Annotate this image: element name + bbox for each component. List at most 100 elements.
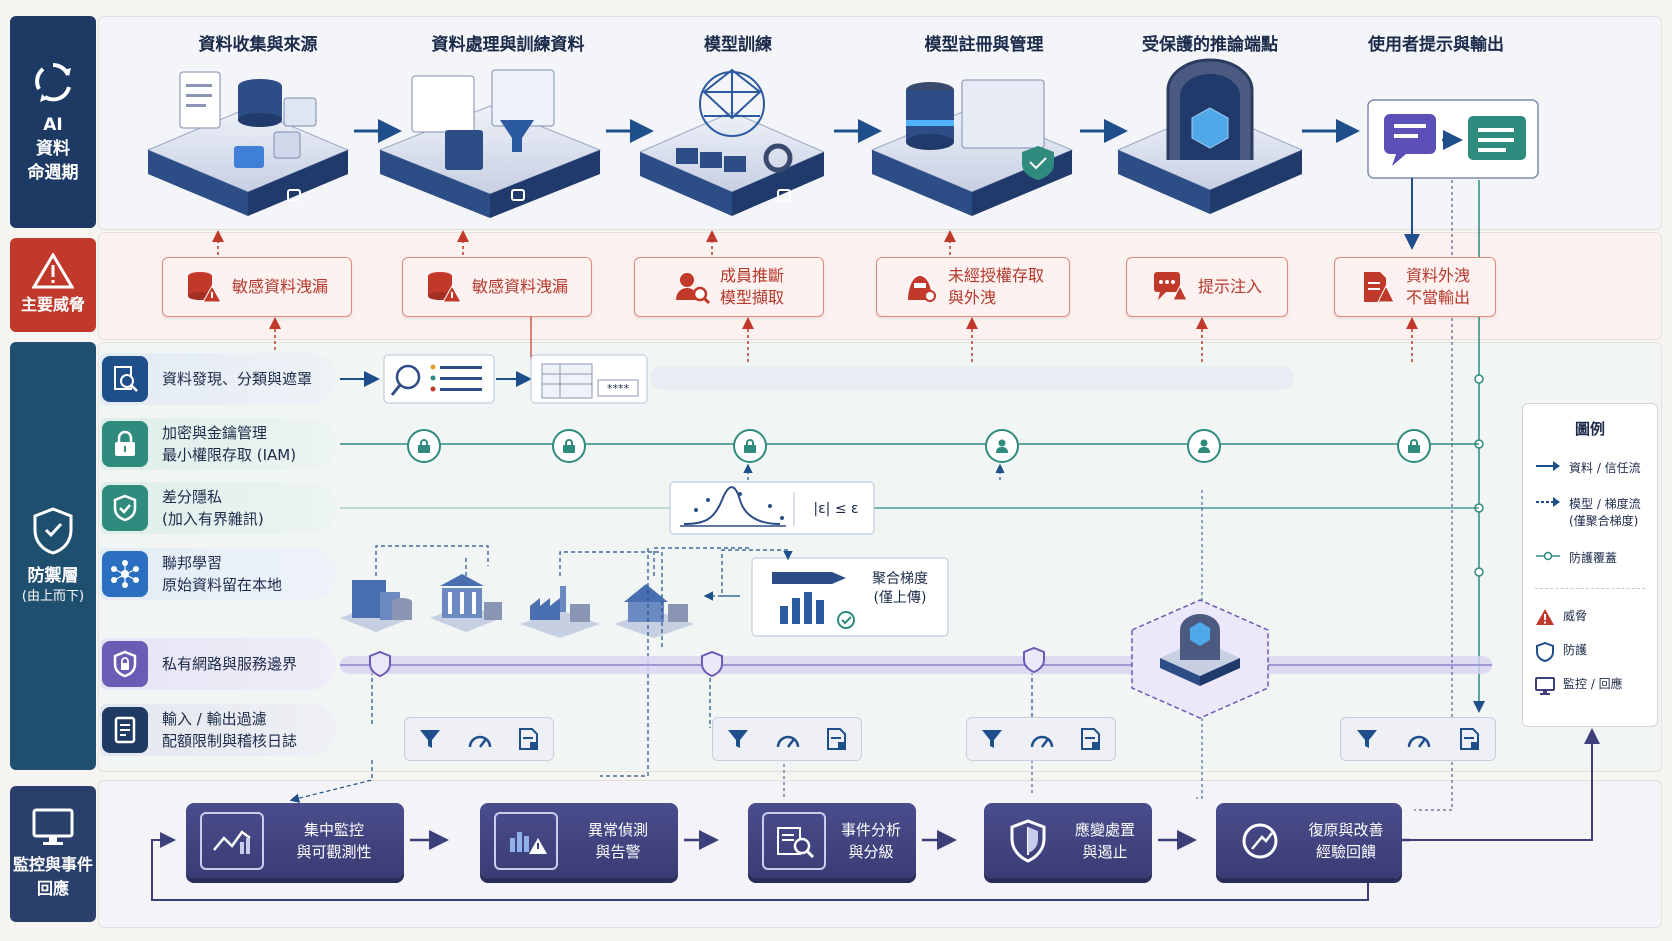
sidebar-threats-label: 主要威脅 [20, 295, 85, 314]
stage-title-training: 模型訓練 [704, 35, 772, 55]
threat-card: 未經授權存取 與外洩 [876, 257, 1070, 317]
stage-title-registry: 模型註冊與管理 [924, 35, 1044, 55]
threat-label: 資料外洩 不當輸出 [1405, 266, 1470, 307]
defense-label: 私有網路與服務邊界 [162, 655, 298, 673]
coverage-line-icon [1536, 551, 1560, 561]
stage-title-prompt: 使用者提示與輸出 [1368, 35, 1504, 55]
audit-log-icon [519, 728, 539, 750]
sidebar-lifecycle-label: AI 資料 命週期 [27, 115, 79, 183]
threat-card: 敏感資料洩漏 [402, 257, 592, 317]
database-warning-icon [187, 272, 222, 303]
legend-label: 監控 / 回應 [1563, 677, 1623, 691]
stage-platform-6 [1367, 99, 1539, 179]
lock-icon [102, 421, 148, 467]
threat-label: 未經授權存取 與外洩 [947, 266, 1044, 307]
user-icon [985, 429, 1019, 463]
lock-icon [552, 429, 586, 463]
audit-log-icon [1081, 728, 1101, 750]
defense-label: 輸入 / 輸出過濾 配額限制與稽核日誌 [162, 710, 298, 750]
stage-platform-1 [146, 71, 350, 216]
monitor-step: 事件分析 與分級 [748, 803, 916, 878]
gauge-icon [776, 735, 800, 748]
stage-platform-2 [378, 69, 602, 218]
threat-label: 敏感資料洩漏 [471, 277, 568, 296]
monitor-label: 異常偵測 與告警 [587, 820, 648, 861]
threat-card: 敏感資料洩漏 [162, 257, 352, 317]
cycle-icon [35, 62, 71, 102]
stage-platform-3 [638, 68, 826, 216]
threat-label: 敏感資料洩漏 [231, 277, 328, 296]
search-document-icon [102, 356, 148, 402]
monitor-icon [32, 808, 74, 845]
audit-log-icon [827, 728, 847, 750]
sidebar-threats: 主要威脅 [10, 238, 96, 332]
legend-label: 模型 / 梯度流 (僅聚合梯度) [1569, 497, 1641, 528]
dashboard-icon [200, 811, 264, 870]
legend-label: 威脅 [1563, 609, 1588, 623]
filter-icon [1356, 730, 1377, 748]
defense-row-private-network: 私有網路與服務邊界 [100, 638, 336, 690]
legend-title: 圖例 [1574, 420, 1605, 438]
defense-row-io-filter: 輸入 / 輸出過濾 配額限制與稽核日誌 [100, 704, 336, 756]
monitor-label: 事件分析 與分級 [840, 820, 901, 861]
monitor-step: 應變處置 與遏止 [984, 803, 1152, 878]
filter-icon [419, 730, 440, 748]
defense-row-differential-privacy: 差分隱私 (加入有界雜訊) [100, 482, 336, 534]
aggregation-label: 聚合梯度 (僅上傳) [872, 571, 928, 606]
federated-sites [340, 574, 694, 638]
shield-lock-icon [102, 641, 148, 687]
monitor-step: 集中監控 與可觀測性 [186, 803, 404, 878]
monitor-label: 應變處置 與遏止 [1074, 820, 1135, 861]
shield-icon [33, 507, 73, 555]
sidebar-monitoring: 監控與事件 回應 [10, 786, 96, 922]
threat-card: 資料外洩 不當輸出 [1334, 257, 1496, 317]
threat-label: 提示注入 [1197, 277, 1262, 296]
defense-row-discovery: 資料發現、分類與遮罩 [100, 353, 336, 405]
monitor-label: 集中監控 與可觀測性 [296, 820, 372, 861]
legend-item: 資料 / 信任流 [1535, 460, 1641, 477]
dp-formula: |ε| ≤ ε [813, 501, 858, 517]
legend-divider [1535, 588, 1645, 589]
monitor-icon [1535, 677, 1555, 695]
lock-icon [1397, 429, 1431, 463]
defense-label: 聯邦學習 原始資料留在本地 [162, 554, 283, 594]
shield-icon [1536, 642, 1554, 662]
threat-card: 成員推斷 模型擷取 [634, 257, 824, 317]
solid-arrow-icon [1536, 461, 1560, 471]
filter-icon [981, 730, 1002, 748]
io-control-group [1340, 717, 1496, 761]
shield-check-icon [102, 485, 148, 531]
analysis-search-icon [762, 811, 826, 870]
dashed-arrow-icon [1536, 497, 1560, 507]
stage-platform-5 [1116, 58, 1304, 214]
warning-icon [1536, 609, 1554, 625]
legend-item: 監控 / 回應 [1535, 676, 1623, 696]
recovery-cycle-icon [1230, 814, 1290, 868]
defense-label: 加密與金鑰管理 最小權限存取 (IAM) [162, 424, 297, 464]
user-search-icon [675, 273, 710, 304]
anomaly-alert-icon [494, 811, 558, 870]
stage-title-processing: 資料處理與訓練資料 [431, 35, 585, 55]
log-document-icon [102, 707, 148, 753]
sidebar-lifecycle: AI 資料 命週期 [10, 16, 96, 228]
sidebar-defense: 防禦層 (由上而下) [10, 342, 96, 770]
audit-log-icon [1460, 728, 1480, 750]
database-warning-icon [427, 272, 462, 303]
monitor-step: 異常偵測 與告警 [480, 803, 678, 878]
defense-row-federated: 聯邦學習 原始資料留在本地 [100, 548, 336, 600]
mask-text: **** [607, 382, 630, 395]
sidebar-monitoring-label: 監控與事件 回應 [12, 855, 93, 898]
legend-item: 威脅 [1535, 608, 1587, 626]
legend: 圖例 資料 / 信任流 模型 / 梯度流 (僅聚合梯度) 防護覆蓋 威脅 防護 … [1522, 403, 1658, 727]
io-control-group [712, 717, 862, 761]
monitor-label: 復原與改善 經驗回饋 [1308, 820, 1384, 861]
hacker-icon [907, 276, 936, 302]
network-icon [102, 551, 148, 597]
legend-label: 防護覆蓋 [1569, 551, 1618, 565]
shield-response-icon [998, 814, 1058, 868]
defense-band [98, 342, 1662, 772]
legend-item: 防護覆蓋 [1535, 550, 1617, 567]
io-control-group [966, 717, 1116, 761]
gauge-icon [1030, 735, 1054, 748]
